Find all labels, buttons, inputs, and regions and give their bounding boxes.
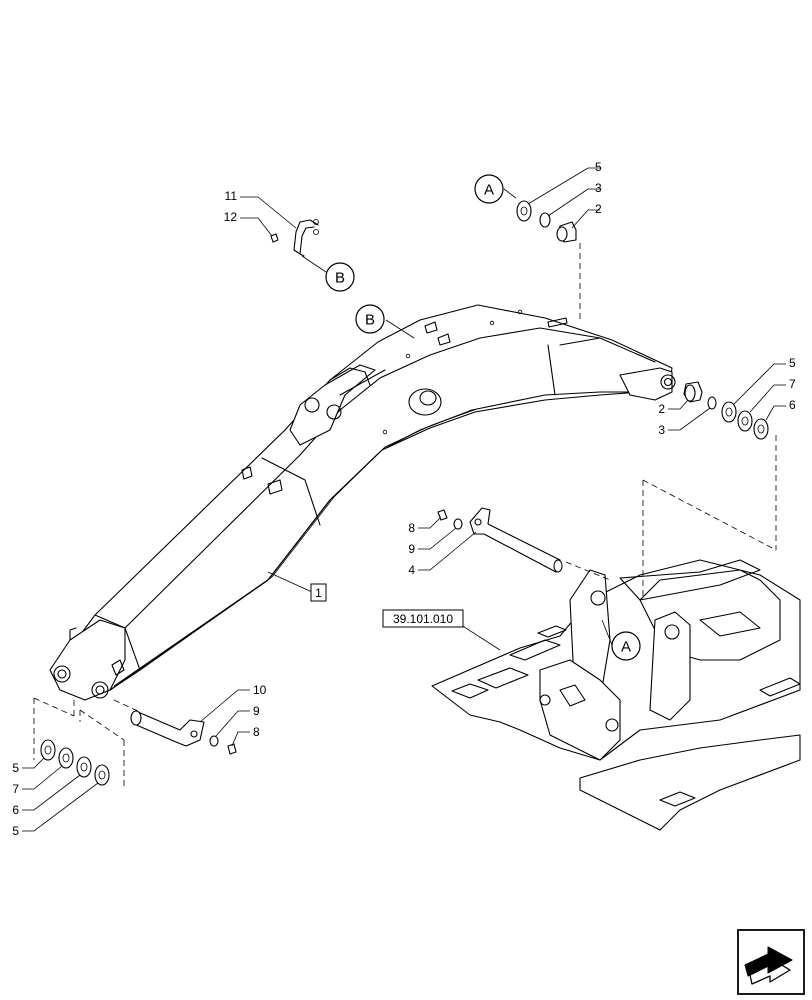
svg-text:11: 11 <box>225 189 238 203</box>
svg-text:7: 7 <box>789 377 796 391</box>
callout-b-top: B <box>325 262 355 292</box>
bushing-group-top <box>516 200 577 243</box>
boom-reference-box: 1 <box>310 583 327 602</box>
washer-group-left <box>40 739 110 786</box>
svg-text:5: 5 <box>12 761 19 775</box>
svg-text:A: A <box>621 639 631 656</box>
callout-a-top: A <box>474 174 504 204</box>
svg-text:3: 3 <box>658 423 665 437</box>
svg-text:7: 7 <box>12 782 19 796</box>
svg-text:1: 1 <box>315 586 322 600</box>
svg-text:2: 2 <box>658 402 665 416</box>
svg-text:3: 3 <box>595 181 602 195</box>
svg-text:9: 9 <box>253 704 260 718</box>
svg-text:4: 4 <box>408 563 415 577</box>
pipe-clamp <box>270 219 319 257</box>
upper-frame <box>431 559 801 831</box>
svg-text:6: 6 <box>789 398 796 412</box>
svg-text:2: 2 <box>595 202 602 216</box>
svg-text:5: 5 <box>595 160 602 174</box>
pin-lower <box>130 710 237 755</box>
pin-upper <box>437 507 563 573</box>
svg-text:5: 5 <box>789 356 796 370</box>
svg-text:8: 8 <box>253 725 260 739</box>
svg-text:B: B <box>365 312 375 329</box>
svg-text:12: 12 <box>224 210 238 224</box>
bushing-group-right <box>683 381 769 440</box>
boom <box>49 304 676 701</box>
svg-text:6: 6 <box>12 803 19 817</box>
svg-text:8: 8 <box>408 521 415 535</box>
svg-text:10: 10 <box>253 683 267 697</box>
svg-text:39.101.010: 39.101.010 <box>393 612 453 626</box>
frame-reference-box[interactable]: 39.101.010 <box>382 609 464 628</box>
svg-text:A: A <box>484 182 494 199</box>
svg-text:5: 5 <box>12 824 19 838</box>
callout-a-frame: A <box>611 631 641 661</box>
svg-text:9: 9 <box>408 542 415 556</box>
svg-text:B: B <box>335 270 345 287</box>
part-labels: 5 3 2 11 12 5 7 6 2 3 8 9 4 10 9 8 5 7 6… <box>12 160 796 838</box>
next-page-arrow-icon[interactable] <box>737 929 805 995</box>
callout-b-boom: B <box>355 304 385 334</box>
leader-lines <box>22 167 786 832</box>
